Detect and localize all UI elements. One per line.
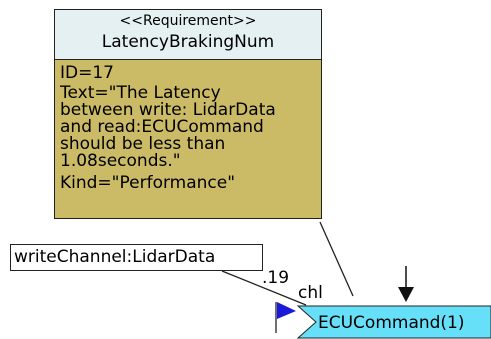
ecu-command-shape[interactable] [296, 305, 491, 339]
requirement-id: ID=17 [60, 64, 114, 83]
requirement-text-line: Text="The Latency [60, 83, 221, 103]
write-channel-box[interactable]: writeChannel:LidarData [10, 244, 263, 271]
requirement-text: Text="The Latency between write: LidarDa… [60, 85, 321, 170]
requirement-stereotype: <<Requirement>> [119, 13, 257, 29]
requirement-text-line: 1.08seconds." [60, 151, 181, 171]
requirement-body: ID=17 Text="The Latency between write: L… [60, 64, 321, 193]
channel-connector [221, 270, 307, 306]
requirement-kind: Kind="Performance" [60, 173, 236, 193]
requirement-box[interactable]: <<Requirement>> LatencyBrakingNum ID=17 … [54, 9, 322, 219]
requirement-name: LatencyBrakingNum [101, 32, 275, 52]
requirement-text-line: should be less than [60, 134, 226, 154]
requirement-connector [319, 221, 354, 297]
channel-label: chl [298, 283, 323, 303]
connector-number-label: .19 [262, 268, 290, 288]
requirement-header: <<Requirement>> LatencyBrakingNum [55, 10, 321, 60]
flag-icon [275, 302, 296, 333]
requirement-text-line: between write: LidarData [60, 100, 276, 120]
incoming-arrow [398, 266, 414, 302]
requirement-text-line: and read:ECUCommand [60, 117, 264, 137]
ecu-command-label: ECUCommand(1) [318, 313, 465, 333]
